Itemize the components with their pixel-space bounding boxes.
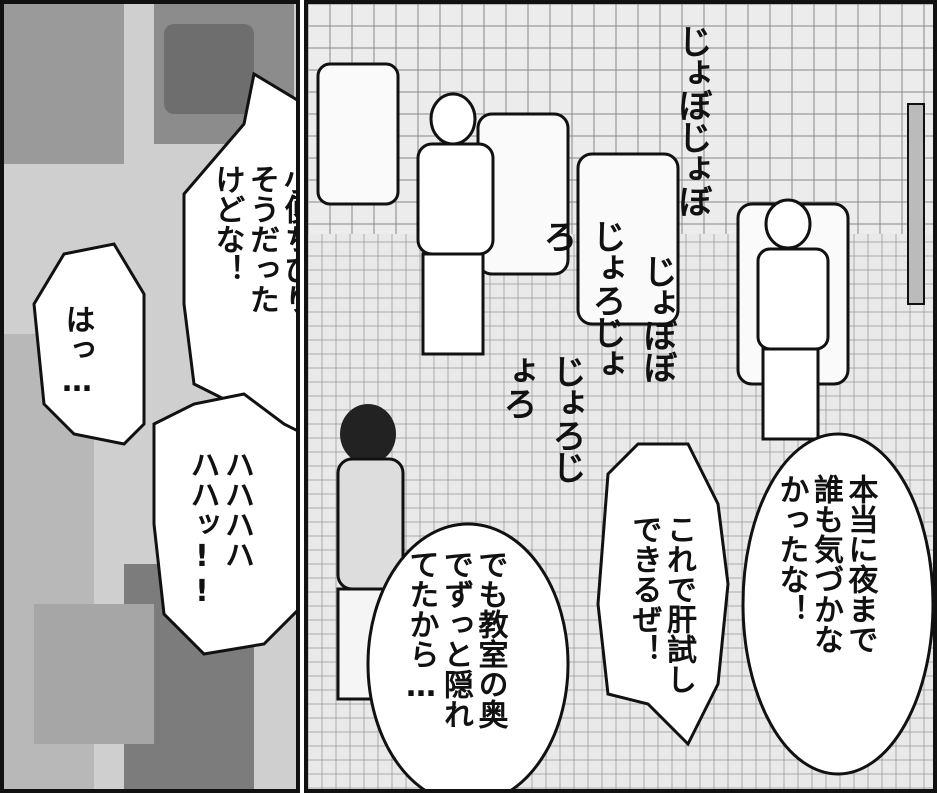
speech-bubble-2 xyxy=(32,242,146,446)
speech-bubble-2-text: はっ… xyxy=(59,304,95,399)
sound-effect-3: じょぼぼ xyxy=(637,254,677,382)
right-panel-art xyxy=(308,4,933,789)
left-panel-art xyxy=(4,4,296,789)
speech-bubble-1-text: 始める前に 小便ちびり そうだった けどな！ xyxy=(209,164,300,314)
right-panel: じょぼじょぼ じょろじょろ じょぼぼ じょろじょろ 本当に夜まで 誰も気づかな … xyxy=(304,0,937,793)
speech-bubble-5 xyxy=(596,442,730,747)
speech-bubble-6 xyxy=(366,522,570,789)
speech-bubble-4-text: 本当に夜まで 誰も気づかな かったな！ xyxy=(773,474,878,654)
speech-bubble-3-text: ハハハハ ハハッ!! xyxy=(184,449,255,609)
sound-effect-1: じょぼじょぼ xyxy=(672,24,712,216)
speech-bubble-4 xyxy=(741,432,933,776)
sound-effect-4: じょろじょろ xyxy=(497,354,586,482)
speech-bubble-3 xyxy=(152,392,296,656)
speech-bubble-1 xyxy=(182,71,296,477)
sound-effect-2: じょろじょろ xyxy=(537,219,626,379)
speech-bubble-6-text: でも教室の奥 でずっと隠れ てたから… xyxy=(403,549,508,729)
left-panel: 始める前に 小便ちびり そうだった けどな！ はっ… ハハハハ ハハッ!! xyxy=(0,0,300,793)
speech-bubble-5-text: これで肝試し できるぜ！ xyxy=(626,514,697,694)
